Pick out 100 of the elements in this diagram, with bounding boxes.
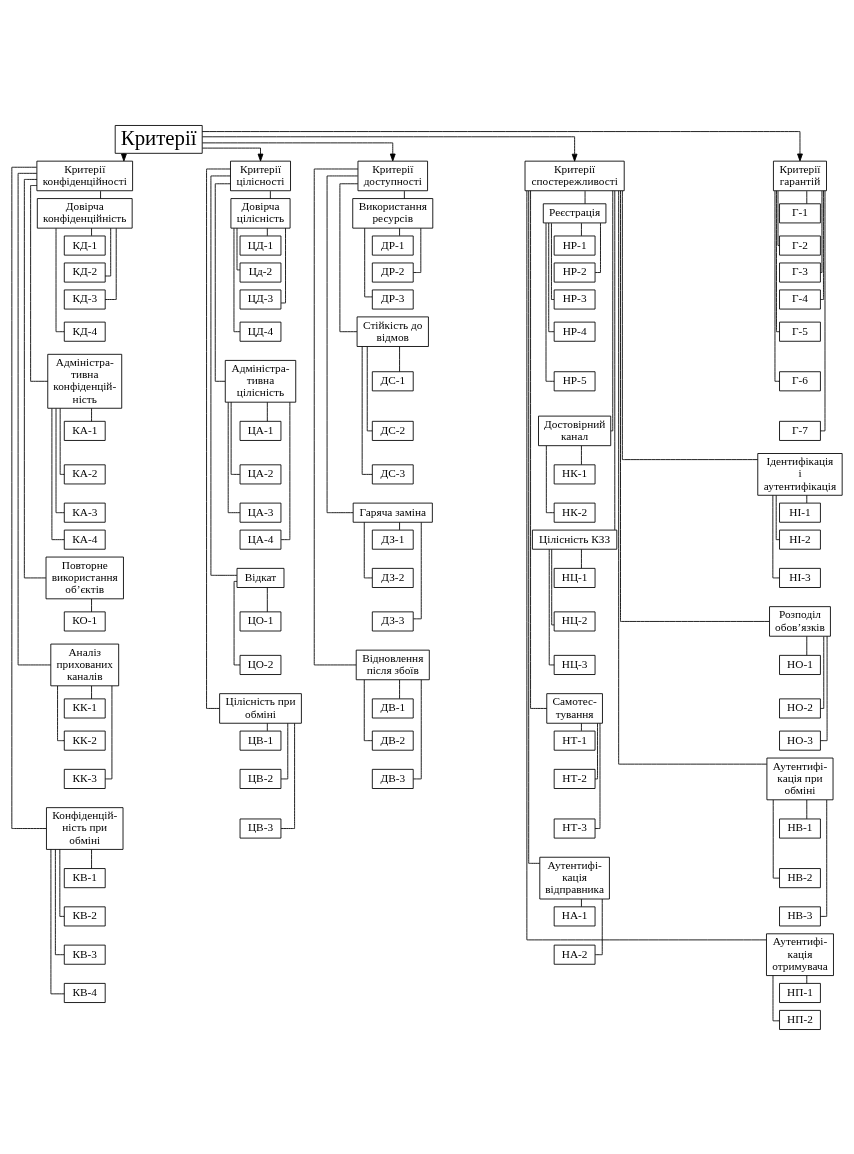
connector — [269, 190, 271, 199]
connector — [820, 799, 828, 917]
node-box: ДВ-1 — [371, 697, 414, 718]
connector — [91, 685, 92, 699]
node-box: НР-2 — [553, 262, 596, 283]
connector — [236, 227, 241, 270]
connector — [581, 444, 582, 465]
connector — [594, 722, 598, 779]
node-box: ДЗ-3 — [371, 610, 414, 631]
node-box: Довірча цілісність — [230, 197, 291, 229]
connector — [59, 848, 65, 917]
node-box: Аналіз прихованих каналів — [50, 643, 120, 686]
node-box: НТ-1 — [553, 730, 596, 751]
connector — [526, 189, 767, 940]
arrow — [202, 135, 578, 162]
node-box: Аутентифі- кація при обміні — [766, 757, 834, 800]
connector — [548, 222, 555, 332]
connector — [399, 345, 400, 372]
node-box: НР-3 — [553, 289, 596, 309]
connector — [772, 494, 780, 578]
connector — [528, 190, 541, 864]
node-box: ЦВ-3 — [239, 818, 282, 839]
node-box: НЦ-1 — [553, 567, 596, 588]
connector — [91, 407, 92, 422]
connector — [594, 222, 601, 273]
connector — [214, 182, 231, 382]
node-box: Гаряча заміна — [352, 502, 433, 523]
arrow — [202, 147, 264, 161]
connector — [548, 548, 555, 665]
node-box: Г-4 — [779, 289, 821, 309]
node-box: КД-2 — [63, 262, 106, 283]
connector — [233, 227, 241, 332]
node-box: Відкат — [236, 567, 285, 588]
connector — [91, 227, 92, 236]
node-box: ЦА-4 — [239, 529, 282, 550]
node-box: Достовірний канал — [538, 415, 612, 446]
connector — [806, 974, 808, 984]
connector — [55, 407, 65, 513]
connector — [266, 227, 268, 236]
connector — [777, 190, 780, 246]
node-box: Конфіденцій- ність при обміні — [46, 806, 124, 850]
node-box: НО-2 — [779, 697, 821, 718]
connector — [91, 848, 92, 869]
node-box: Повторне використання об’єктів — [45, 556, 124, 599]
connector — [545, 444, 555, 513]
node-box: Г-7 — [779, 420, 821, 441]
node-box: НР-1 — [553, 235, 596, 256]
node-box: ДР-1 — [371, 235, 414, 256]
connector — [30, 184, 49, 382]
connector — [610, 189, 614, 431]
node-box: ЦА-2 — [239, 463, 282, 484]
node-box: ЦД-4 — [239, 321, 282, 342]
node-box: Довірча конфіденційність — [36, 197, 133, 229]
node-box: НП-1 — [779, 982, 821, 1003]
node-box: ДЗ-1 — [371, 529, 414, 550]
connector — [775, 494, 780, 540]
node-box: НЦ-3 — [553, 654, 596, 675]
node-box: НР-4 — [553, 321, 596, 342]
connector — [366, 345, 373, 431]
node-box: ДВ-3 — [371, 768, 414, 789]
node-box: ДР-2 — [371, 262, 414, 283]
connector — [313, 168, 359, 665]
connector — [581, 548, 582, 569]
connector — [551, 222, 555, 300]
node-box: Відновлення після збоїв — [355, 649, 430, 680]
node-box: Стійкість до відмов — [356, 315, 429, 347]
connector — [551, 548, 555, 625]
connector — [54, 848, 65, 955]
node-box: ЦО-2 — [239, 654, 282, 675]
connector — [210, 175, 238, 576]
arrow — [202, 141, 396, 161]
connector — [59, 407, 65, 475]
connector — [806, 635, 808, 656]
node-box: КА-2 — [63, 463, 106, 484]
connector — [17, 172, 52, 665]
connector — [100, 190, 101, 199]
connector — [530, 189, 548, 709]
connector — [363, 521, 373, 578]
node-box: Критерії конфіденційності — [36, 160, 134, 191]
node-box: КА-4 — [63, 529, 106, 550]
node-box: НП-2 — [779, 1009, 821, 1030]
connector — [399, 227, 400, 236]
connector — [57, 685, 65, 741]
node-box: Г-1 — [779, 202, 821, 223]
connector — [11, 166, 47, 829]
connector — [581, 222, 582, 236]
connector — [772, 799, 780, 879]
node-box: Самотес- тування — [546, 692, 603, 724]
connector — [614, 189, 616, 530]
node-box: НВ-2 — [779, 867, 821, 888]
node-box: Критерії цілісності — [230, 160, 291, 191]
connector — [806, 190, 808, 204]
node-box: Г-5 — [779, 321, 821, 342]
node-box: ЦВ-2 — [239, 768, 282, 789]
node-box: Ідентифікація і аутентифікація — [757, 452, 843, 496]
connector — [413, 678, 422, 779]
connector — [618, 189, 768, 765]
connector — [91, 598, 92, 612]
node-box: ДС-1 — [371, 370, 414, 391]
connector — [104, 684, 113, 779]
